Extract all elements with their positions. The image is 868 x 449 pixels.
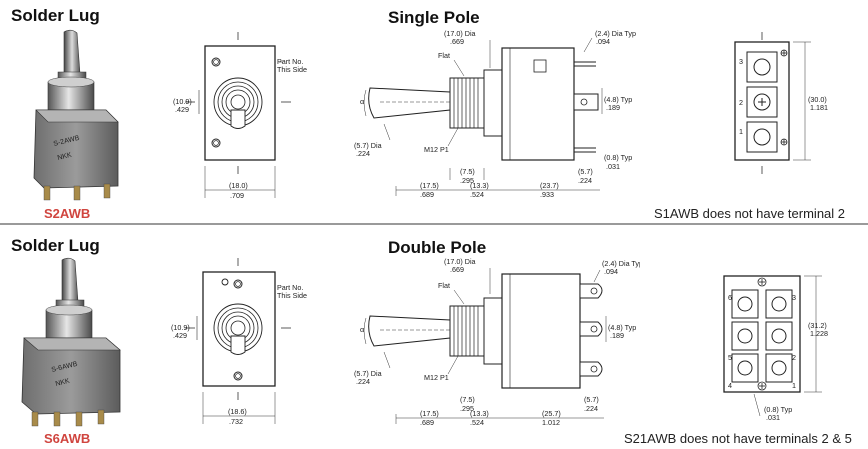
terminal-3-label: 3 bbox=[792, 293, 796, 302]
front-height-mm: (10.9) bbox=[173, 97, 192, 106]
terminal-4-label: 4 bbox=[728, 381, 732, 390]
part-no-label: Part No. bbox=[277, 283, 303, 292]
section-divider bbox=[0, 223, 868, 225]
dim-d1-in: .295 bbox=[460, 176, 474, 185]
double-pole-section: Solder Lug Double Pole S-6AWB NKK S6AWB bbox=[0, 226, 868, 449]
front-view-drawing: Part No. This Side (10.9) .429 (18.0) .7… bbox=[173, 32, 307, 200]
dim-d3-in: .689 bbox=[420, 190, 434, 199]
dim-d3-in: .689 bbox=[420, 418, 434, 427]
part-number-label: S2AWB bbox=[44, 206, 91, 221]
body-dia-in: .669 bbox=[450, 265, 464, 274]
alpha-symbol: α bbox=[360, 325, 364, 334]
terminal-height-mm: (30.0) bbox=[808, 95, 827, 104]
alpha-symbol: α bbox=[360, 97, 364, 106]
terminal-view-drawing: 3 2 1 (30.0) 1.181 bbox=[734, 32, 828, 174]
front-height-in: .429 bbox=[175, 105, 189, 114]
footnote: S1AWB does not have terminal 2 bbox=[654, 206, 846, 221]
switch-photo: S-6AWB NKK bbox=[21, 257, 121, 427]
dim-d5-mm: (25.7) bbox=[542, 409, 561, 418]
switch-photo: S-2AWB NKK bbox=[33, 29, 119, 201]
term-w-mm: (4.8) Typ bbox=[604, 95, 632, 104]
side-view-drawing: (17.0) Dia .669 (2.4) Dia Typ .094 Flat … bbox=[354, 29, 636, 199]
lever-dia-mm: (5.7) Dia bbox=[354, 369, 382, 378]
front-height-in: .429 bbox=[173, 331, 187, 340]
single-pole-section: Solder Lug Single Pole S-2AWB NKK S2AWB bbox=[0, 0, 868, 222]
dim-d1-mm: (7.5) bbox=[460, 167, 475, 176]
side-view-drawing: (17.0) Dia .669 (2.4) Dia Typ .094 Flat … bbox=[354, 257, 640, 427]
lever-dia-mm: (5.7) Dia bbox=[354, 141, 382, 150]
terminal-5-label: 5 bbox=[728, 353, 732, 362]
section-title-center: Single Pole bbox=[388, 8, 480, 27]
svg-text:NKK: NKK bbox=[55, 378, 71, 388]
term-w-in: .189 bbox=[610, 331, 624, 340]
body-dia-in: .669 bbox=[450, 37, 464, 46]
dim-d4-mm: (13.3) bbox=[470, 181, 489, 190]
terminal-3-label: 3 bbox=[739, 57, 743, 66]
dim-d1-in: .295 bbox=[460, 404, 474, 413]
terminal-thick-in: .031 bbox=[766, 413, 780, 422]
dim-d1-mm: (7.5) bbox=[460, 395, 475, 404]
term-w-in: .189 bbox=[606, 103, 620, 112]
front-width-mm: (18.6) bbox=[228, 407, 247, 416]
terminal-height-in: 1.181 bbox=[810, 103, 828, 112]
body-dia-mm: (17.0) Dia bbox=[444, 257, 476, 266]
dim-d4-in: .524 bbox=[470, 190, 484, 199]
thread-label: M12 P1 bbox=[424, 145, 449, 154]
front-width-in: .709 bbox=[230, 191, 244, 200]
terminal-height-mm: (31.2) bbox=[808, 321, 827, 330]
term-w-mm: (4.8) Typ bbox=[608, 323, 636, 332]
dim-d5-in: .933 bbox=[540, 190, 554, 199]
flat-label: Flat bbox=[438, 51, 450, 60]
this-side-label: This Side bbox=[277, 291, 307, 300]
lug-dia-in: .094 bbox=[604, 267, 618, 276]
terminal-1-label: 1 bbox=[739, 127, 743, 136]
dim-d2-in: .224 bbox=[578, 176, 592, 185]
lug-dia-in: .094 bbox=[596, 37, 610, 46]
terminal-view-drawing: 6 3 5 2 4 1 (31.2) 1.228 (0.8) Typ .031 bbox=[723, 275, 828, 422]
terminal-thick-mm: (0.8) Typ bbox=[764, 405, 792, 414]
term-t-in: .031 bbox=[606, 162, 620, 171]
terminal-2-label: 2 bbox=[792, 353, 796, 362]
front-height-mm: (10.9) bbox=[171, 323, 190, 332]
dim-d3-mm: (17.5) bbox=[420, 181, 439, 190]
lug-dia-mm: (2.4) Dia Typ bbox=[595, 29, 636, 38]
section-title-left: Solder Lug bbox=[11, 6, 100, 25]
dim-d2-in: .224 bbox=[584, 404, 598, 413]
part-no-label: Part No. bbox=[277, 57, 303, 66]
dim-d3-mm: (17.5) bbox=[420, 409, 439, 418]
dim-d5-in: 1.012 bbox=[542, 418, 560, 427]
this-side-label: This Side bbox=[277, 65, 307, 74]
term-t-mm: (0.8) Typ bbox=[604, 153, 632, 162]
thread-label: M12 P1 bbox=[424, 373, 449, 382]
lever-dia-in: .224 bbox=[356, 377, 370, 386]
terminal-1-label: 1 bbox=[792, 381, 796, 390]
dim-d2-mm: (5.7) bbox=[578, 167, 593, 176]
front-width-in: .732 bbox=[229, 417, 243, 426]
body-dia-mm: (17.0) Dia bbox=[444, 29, 476, 38]
flat-label: Flat bbox=[438, 281, 450, 290]
footnote: S21AWB does not have terminals 2 & 5 bbox=[624, 431, 852, 446]
dim-d4-mm: (13.3) bbox=[470, 409, 489, 418]
lever-dia-in: .224 bbox=[356, 149, 370, 158]
terminal-2-label: 2 bbox=[739, 98, 743, 107]
dim-d5-mm: (23.7) bbox=[540, 181, 559, 190]
section-title-left: Solder Lug bbox=[11, 236, 100, 255]
svg-text:NKK: NKK bbox=[57, 152, 73, 162]
front-view-drawing: Part No. This Side (10.9) .429 (18.6) .7… bbox=[171, 258, 307, 426]
lug-dia-mm: (2.4) Dia Typ bbox=[602, 259, 640, 268]
terminal-6-label: 6 bbox=[728, 293, 732, 302]
section-title-center: Double Pole bbox=[388, 238, 487, 257]
dim-d2-mm: (5.7) bbox=[584, 395, 599, 404]
terminal-height-in: 1.228 bbox=[810, 329, 828, 338]
front-width-mm: (18.0) bbox=[229, 181, 248, 190]
dim-d4-in: .524 bbox=[470, 418, 484, 427]
part-number-label: S6AWB bbox=[44, 431, 91, 446]
